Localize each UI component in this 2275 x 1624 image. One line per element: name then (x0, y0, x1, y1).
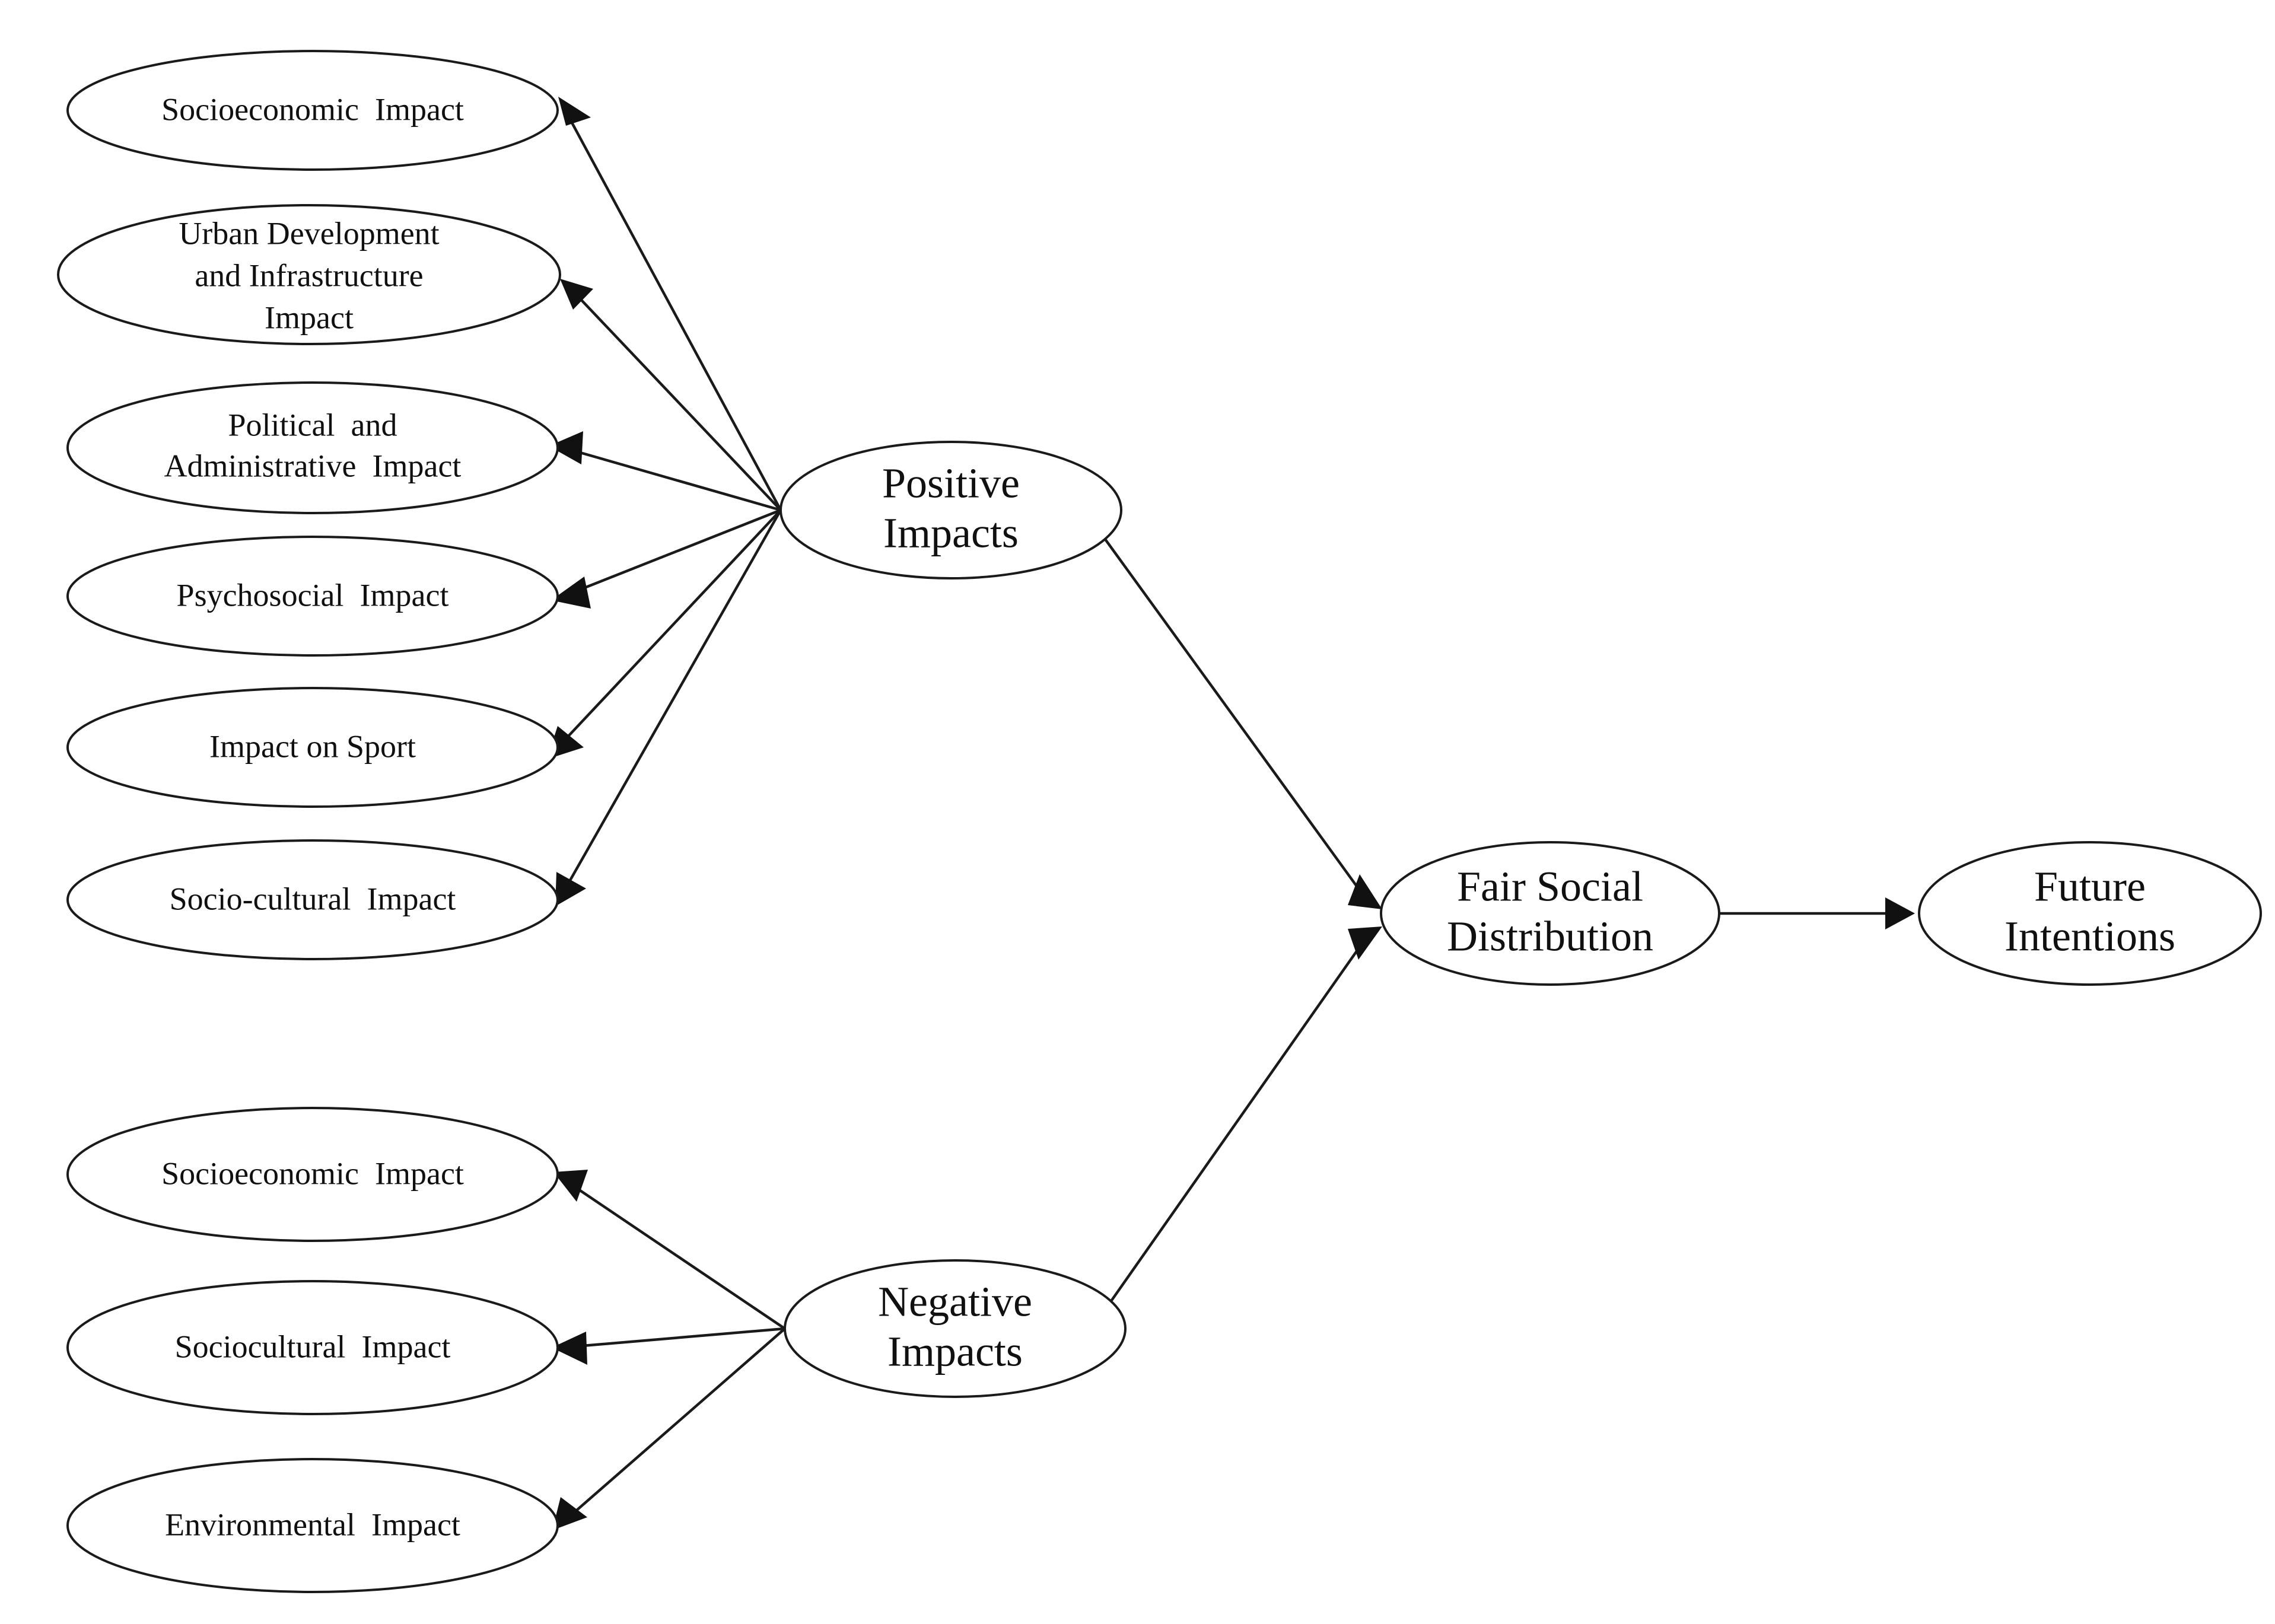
node-neg-environmental[interactable]: Environmental Impact (66, 1458, 559, 1593)
edge-line (571, 289, 782, 511)
edge-line (564, 509, 782, 891)
edge-line (575, 1327, 785, 1348)
node-label-line-1: Future (2034, 863, 2146, 910)
node-ellipse[interactable] (66, 1107, 559, 1242)
node-label-line-2: Intentions (2004, 913, 2175, 960)
edge-positive-to-psychosocial (551, 508, 781, 609)
arrowhead-icon (549, 431, 583, 464)
node-neg-sociocultural[interactable]: Sociocultural Impact (66, 1280, 559, 1415)
node-label-line-3: Impact (265, 300, 354, 335)
node-neg-socioeconomic[interactable]: Socioeconomic Impact (66, 1107, 559, 1242)
arrowhead-icon (552, 1332, 587, 1365)
node-ellipse[interactable] (66, 50, 559, 171)
node-ellipse[interactable] (1380, 841, 1720, 986)
node-ellipse[interactable] (779, 441, 1122, 579)
node-positive-impacts[interactable]: Positive Impacts (779, 441, 1122, 579)
node-label-line-1: Fair Social (1457, 863, 1643, 910)
node-ellipse[interactable] (1918, 841, 2262, 986)
node-label-line-1: Negative (878, 1278, 1032, 1326)
edge-group-negative (552, 1170, 786, 1530)
arrowhead-icon (551, 577, 591, 609)
node-label: Socioeconomic Impact (161, 1155, 464, 1191)
node-label-line-1: Political and (228, 407, 397, 442)
node-ellipse[interactable] (784, 1259, 1127, 1398)
edge-group-structural (1102, 536, 1915, 1303)
node-label: Environmental Impact (165, 1507, 460, 1542)
arrowhead-icon (558, 97, 591, 126)
node-ellipse[interactable] (66, 687, 559, 808)
node-label-line-2: and Infrastructure (195, 257, 423, 293)
edge-positive-to-urban-development (560, 279, 782, 511)
arrowhead-icon (552, 1497, 587, 1530)
edge-negative-to-environmental (552, 1327, 786, 1530)
node-pos-socio-cultural[interactable]: Socio-cultural Impact (66, 839, 559, 960)
arrowhead-icon (553, 1170, 588, 1202)
edge-positive-to-political (549, 431, 781, 512)
edge-line (565, 112, 782, 511)
edge-group-positive (547, 97, 782, 906)
edge-line (1102, 536, 1366, 898)
node-fair-social-distribution[interactable]: Fair Social Distribution (1380, 841, 1720, 986)
edge-positive-to-socio-cultural (555, 509, 782, 906)
arrowhead-icon (560, 279, 593, 310)
node-pos-socioeconomic[interactable]: Socioeconomic Impact (66, 50, 559, 171)
node-ellipse[interactable] (66, 839, 559, 960)
node-negative-impacts[interactable]: Negative Impacts (784, 1259, 1127, 1398)
edge-line (563, 446, 781, 512)
edge-line (569, 1327, 786, 1517)
edge-negative-to-sociocultural (552, 1327, 785, 1365)
edge-positive-to-socioeconomic (558, 97, 782, 511)
node-label: Impact on Sport (209, 728, 416, 764)
node-label: Socioeconomic Impact (161, 91, 464, 127)
node-label-line-2: Distribution (1447, 913, 1653, 960)
edge-positive-to-sport (547, 509, 782, 759)
arrowhead-icon (1885, 897, 1915, 929)
edge-line (559, 509, 782, 746)
edge-line (1109, 939, 1366, 1303)
node-ellipse[interactable] (66, 536, 559, 657)
node-pos-urban-development[interactable]: Urban Development and Infrastructure Imp… (57, 204, 561, 345)
node-pos-political[interactable]: Political and Administrative Impact (66, 381, 559, 514)
edge-line (568, 1182, 786, 1330)
node-label: Sociocultural Impact (175, 1329, 451, 1364)
node-label-line-2: Administrative Impact (164, 448, 462, 483)
edge-line (566, 508, 781, 597)
node-future-intentions[interactable]: Future Intentions (1918, 841, 2262, 986)
node-ellipse[interactable] (66, 1280, 559, 1415)
edge-negative-to-fair-social-distribution (1109, 926, 1382, 1303)
node-ellipse[interactable] (66, 1458, 559, 1593)
arrowhead-icon (1348, 926, 1382, 960)
node-label: Socio-cultural Impact (170, 881, 456, 916)
node-label-line-1: Urban Development (179, 215, 439, 251)
node-ellipse[interactable] (66, 381, 559, 514)
node-label-line-2: Impacts (887, 1328, 1023, 1375)
node-label: Psychosocial Impact (177, 577, 449, 613)
edge-negative-to-socioeconomic (553, 1170, 786, 1330)
node-pos-psychosocial[interactable]: Psychosocial Impact (66, 536, 559, 657)
arrowhead-icon (555, 872, 586, 906)
node-label-line-2: Impacts (883, 510, 1019, 557)
edge-positive-to-fair-social-distribution (1102, 536, 1382, 909)
arrowhead-icon (1348, 874, 1382, 909)
edge-fair-social-distribution-to-future-intentions (1713, 897, 1915, 929)
node-ellipse[interactable] (57, 204, 561, 345)
node-pos-sport[interactable]: Impact on Sport (66, 687, 559, 808)
node-label-line-1: Positive (882, 460, 1020, 507)
